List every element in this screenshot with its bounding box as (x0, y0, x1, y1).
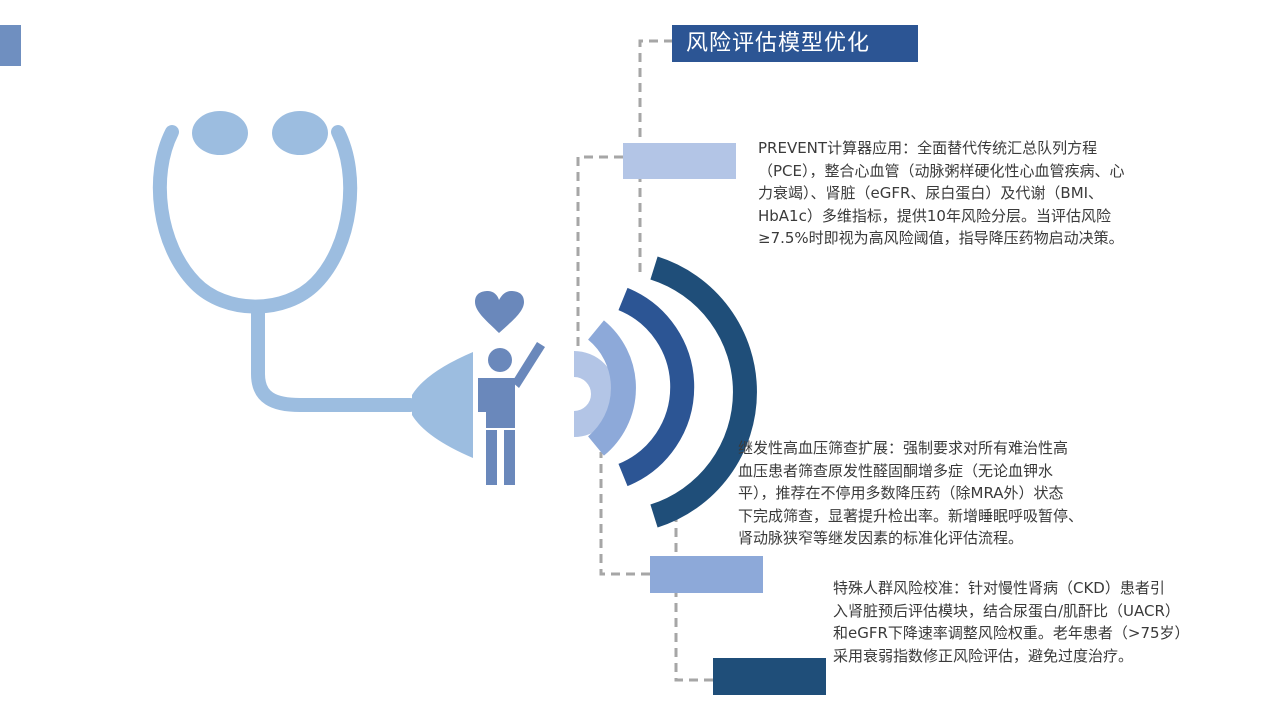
item-3-line: 和eGFR下降速率调整风险权重。老年患者（>75岁） (833, 624, 1190, 642)
item-1-line: 力衰竭）、肾脏（eGFR、尿白蛋白）及代谢（BMI、 (758, 184, 1104, 202)
item-3-line: 入肾脏预后评估模块，结合尿蛋白/肌酐比（UACR） (833, 601, 1180, 620)
wave-2 (587, 320, 636, 456)
item-2-line: 血压患者筛查原发性醛固酮增多症（无论血钾水 (738, 461, 1054, 480)
connector-lines (576, 39, 713, 682)
connector-box-1 (576, 155, 623, 370)
item-1-line: PREVENT计算器应用：全面替代传统汇总队列方程 (758, 139, 1098, 157)
item-1-line: ≥7.5%时即视为高风险阈值，指导降压药物启动决策。 (758, 229, 1124, 247)
connector-title (638, 39, 673, 272)
item-3-marker (713, 658, 826, 695)
item-1-line: HbA1c）多维指标，提供10年风险分层。当评估风险 (758, 206, 1111, 225)
item-2-line: 继发性高血压筛查扩展：强制要求对所有难治性高 (738, 439, 1069, 457)
stethoscope-icon (152, 111, 473, 458)
wave-1 (573, 351, 617, 437)
item-3-description: 特殊人群风险校准：针对慢性肾病（CKD）患者引 入肾脏预后评估模块，结合尿蛋白/… (833, 577, 1278, 667)
item-3-line: 采用衰弱指数修正风险评估，避免过度治疗。 (833, 646, 1134, 665)
item-2-line: 平），推荐在不停用多数降压药（除MRA外）状态 (738, 484, 1064, 502)
item-3-line: 特殊人群风险校准：针对慢性肾病（CKD）患者引 (833, 579, 1165, 597)
item-2-marker (650, 556, 763, 593)
heart-icon (475, 291, 524, 333)
sound-wave-icon (573, 256, 757, 528)
item-1-marker (623, 143, 736, 179)
item-2-description: 继发性高血压筛查扩展：强制要求对所有难治性高 血压患者筛查原发性醛固酮增多症（无… (738, 437, 1178, 550)
wave-4 (650, 256, 757, 528)
section-title: 风险评估模型优化 (672, 25, 918, 62)
item-2-line: 下完成筛查，显著提升检出率。新增睡眠呼吸暂停、 (738, 506, 1084, 525)
item-2-line: 肾动脉狭窄等继发因素的标准化评估流程。 (738, 529, 1024, 547)
person-icon (478, 342, 545, 485)
item-1-line: （PCE），整合心血管（动脉粥样硬化性心血管疾病、心 (758, 161, 1125, 180)
wave-3 (618, 287, 695, 487)
corner-accent (0, 25, 21, 66)
connector-box-2 (599, 452, 650, 576)
connector-box-3 (674, 512, 713, 682)
item-1-description: PREVENT计算器应用：全面替代传统汇总队列方程 （PCE），整合心血管（动脉… (758, 137, 1198, 250)
